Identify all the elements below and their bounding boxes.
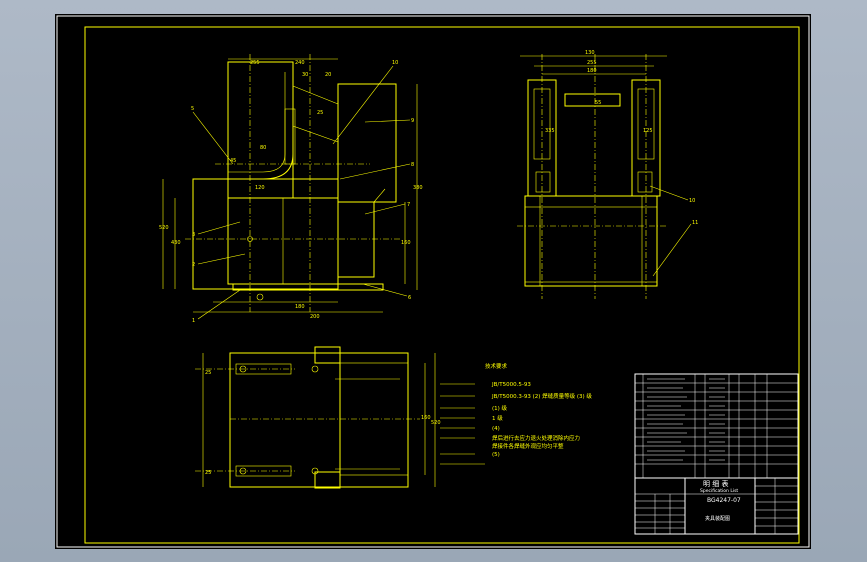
dim-text: 520 bbox=[431, 420, 441, 426]
dim-text: 380 bbox=[413, 185, 423, 191]
balloon-label: 10 bbox=[689, 198, 695, 204]
balloon-label: 1 bbox=[192, 318, 195, 324]
front-view bbox=[162, 54, 418, 313]
dim-text: 255 bbox=[587, 60, 597, 66]
balloon-label: 3 bbox=[192, 232, 195, 238]
dim-text: 255 bbox=[250, 60, 260, 66]
note-line: (1) 级 bbox=[492, 404, 508, 412]
dim-text: 125 bbox=[643, 128, 653, 134]
dim-text: 20 bbox=[325, 72, 331, 78]
cad-drawing: 255 240 200 180 520 430 160 380 120 80 2… bbox=[56, 15, 810, 548]
top-view-dims: 25 25 160 520 bbox=[205, 370, 441, 476]
dim-text: 45 bbox=[230, 158, 236, 164]
drawing-border bbox=[84, 26, 800, 544]
note-line: (4) bbox=[492, 426, 500, 432]
dim-text: 200 bbox=[310, 314, 320, 320]
dim-text: 240 bbox=[295, 60, 305, 66]
front-view-balloons: 5 10 9 8 7 3 2 1 6 bbox=[191, 60, 414, 324]
dim-text: 55 bbox=[595, 100, 601, 106]
balloon-label: 7 bbox=[407, 202, 410, 208]
balloon-label: 8 bbox=[411, 162, 414, 168]
drawing-sheet: 255 240 200 180 520 430 160 380 120 80 2… bbox=[55, 14, 811, 549]
side-view-dims: 130 255 180 55 335 125 10 11 bbox=[545, 50, 698, 277]
outer-frame bbox=[56, 15, 810, 548]
dim-text: 335 bbox=[545, 128, 555, 134]
parts-list bbox=[634, 373, 799, 479]
dim-text: 30 bbox=[302, 72, 308, 78]
top-view bbox=[195, 346, 436, 489]
title-block: 明 细 表 Specification List BG4247-07 夹具装配图 bbox=[634, 477, 799, 535]
technical-notes: 技术要求 JB/T5000.5-93 JB/T5000.3-93 (2) 焊缝质… bbox=[440, 362, 592, 465]
dim-text: 160 bbox=[401, 240, 411, 246]
front-view-dims: 255 240 200 180 520 430 160 380 120 80 2… bbox=[159, 60, 423, 320]
dim-text: 25 bbox=[205, 370, 211, 376]
dim-text: 430 bbox=[171, 240, 181, 246]
note-line: 焊接件各焊缝外观应均匀平整 bbox=[492, 442, 564, 450]
dim-text: 180 bbox=[587, 68, 597, 74]
balloon-label: 6 bbox=[408, 295, 411, 301]
note-line: JB/T5000.5-93 bbox=[491, 382, 531, 388]
balloon-label: 11 bbox=[692, 220, 698, 226]
drawing-number: BG4247-07 bbox=[707, 497, 741, 504]
dim-text: 130 bbox=[585, 50, 595, 56]
note-line: JB/T5000.3-93 (2) 焊缝质量等级 (3) 级 bbox=[491, 392, 592, 400]
dim-text: 25 bbox=[317, 110, 323, 116]
dim-text: 120 bbox=[255, 185, 265, 191]
title-english: Specification List bbox=[700, 488, 738, 494]
balloon-label: 2 bbox=[192, 262, 195, 268]
notes-heading: 技术要求 bbox=[485, 362, 508, 370]
balloon-label: 9 bbox=[411, 118, 414, 124]
dim-text: 25 bbox=[205, 470, 211, 476]
note-line: (5) bbox=[492, 452, 500, 458]
dim-text: 180 bbox=[295, 304, 305, 310]
note-line: 焊后进行去应力退火处理消除内应力 bbox=[492, 434, 580, 442]
note-line: 1 级 bbox=[492, 414, 503, 422]
title-main: 明 细 表 bbox=[703, 479, 728, 488]
drawing-name: 夹具装配图 bbox=[705, 515, 730, 522]
balloon-label: 5 bbox=[191, 106, 194, 112]
dim-text: 160 bbox=[421, 415, 431, 421]
side-view bbox=[517, 54, 667, 299]
dim-text: 80 bbox=[260, 145, 266, 151]
dim-text: 520 bbox=[159, 225, 169, 231]
balloon-label: 10 bbox=[392, 60, 398, 66]
